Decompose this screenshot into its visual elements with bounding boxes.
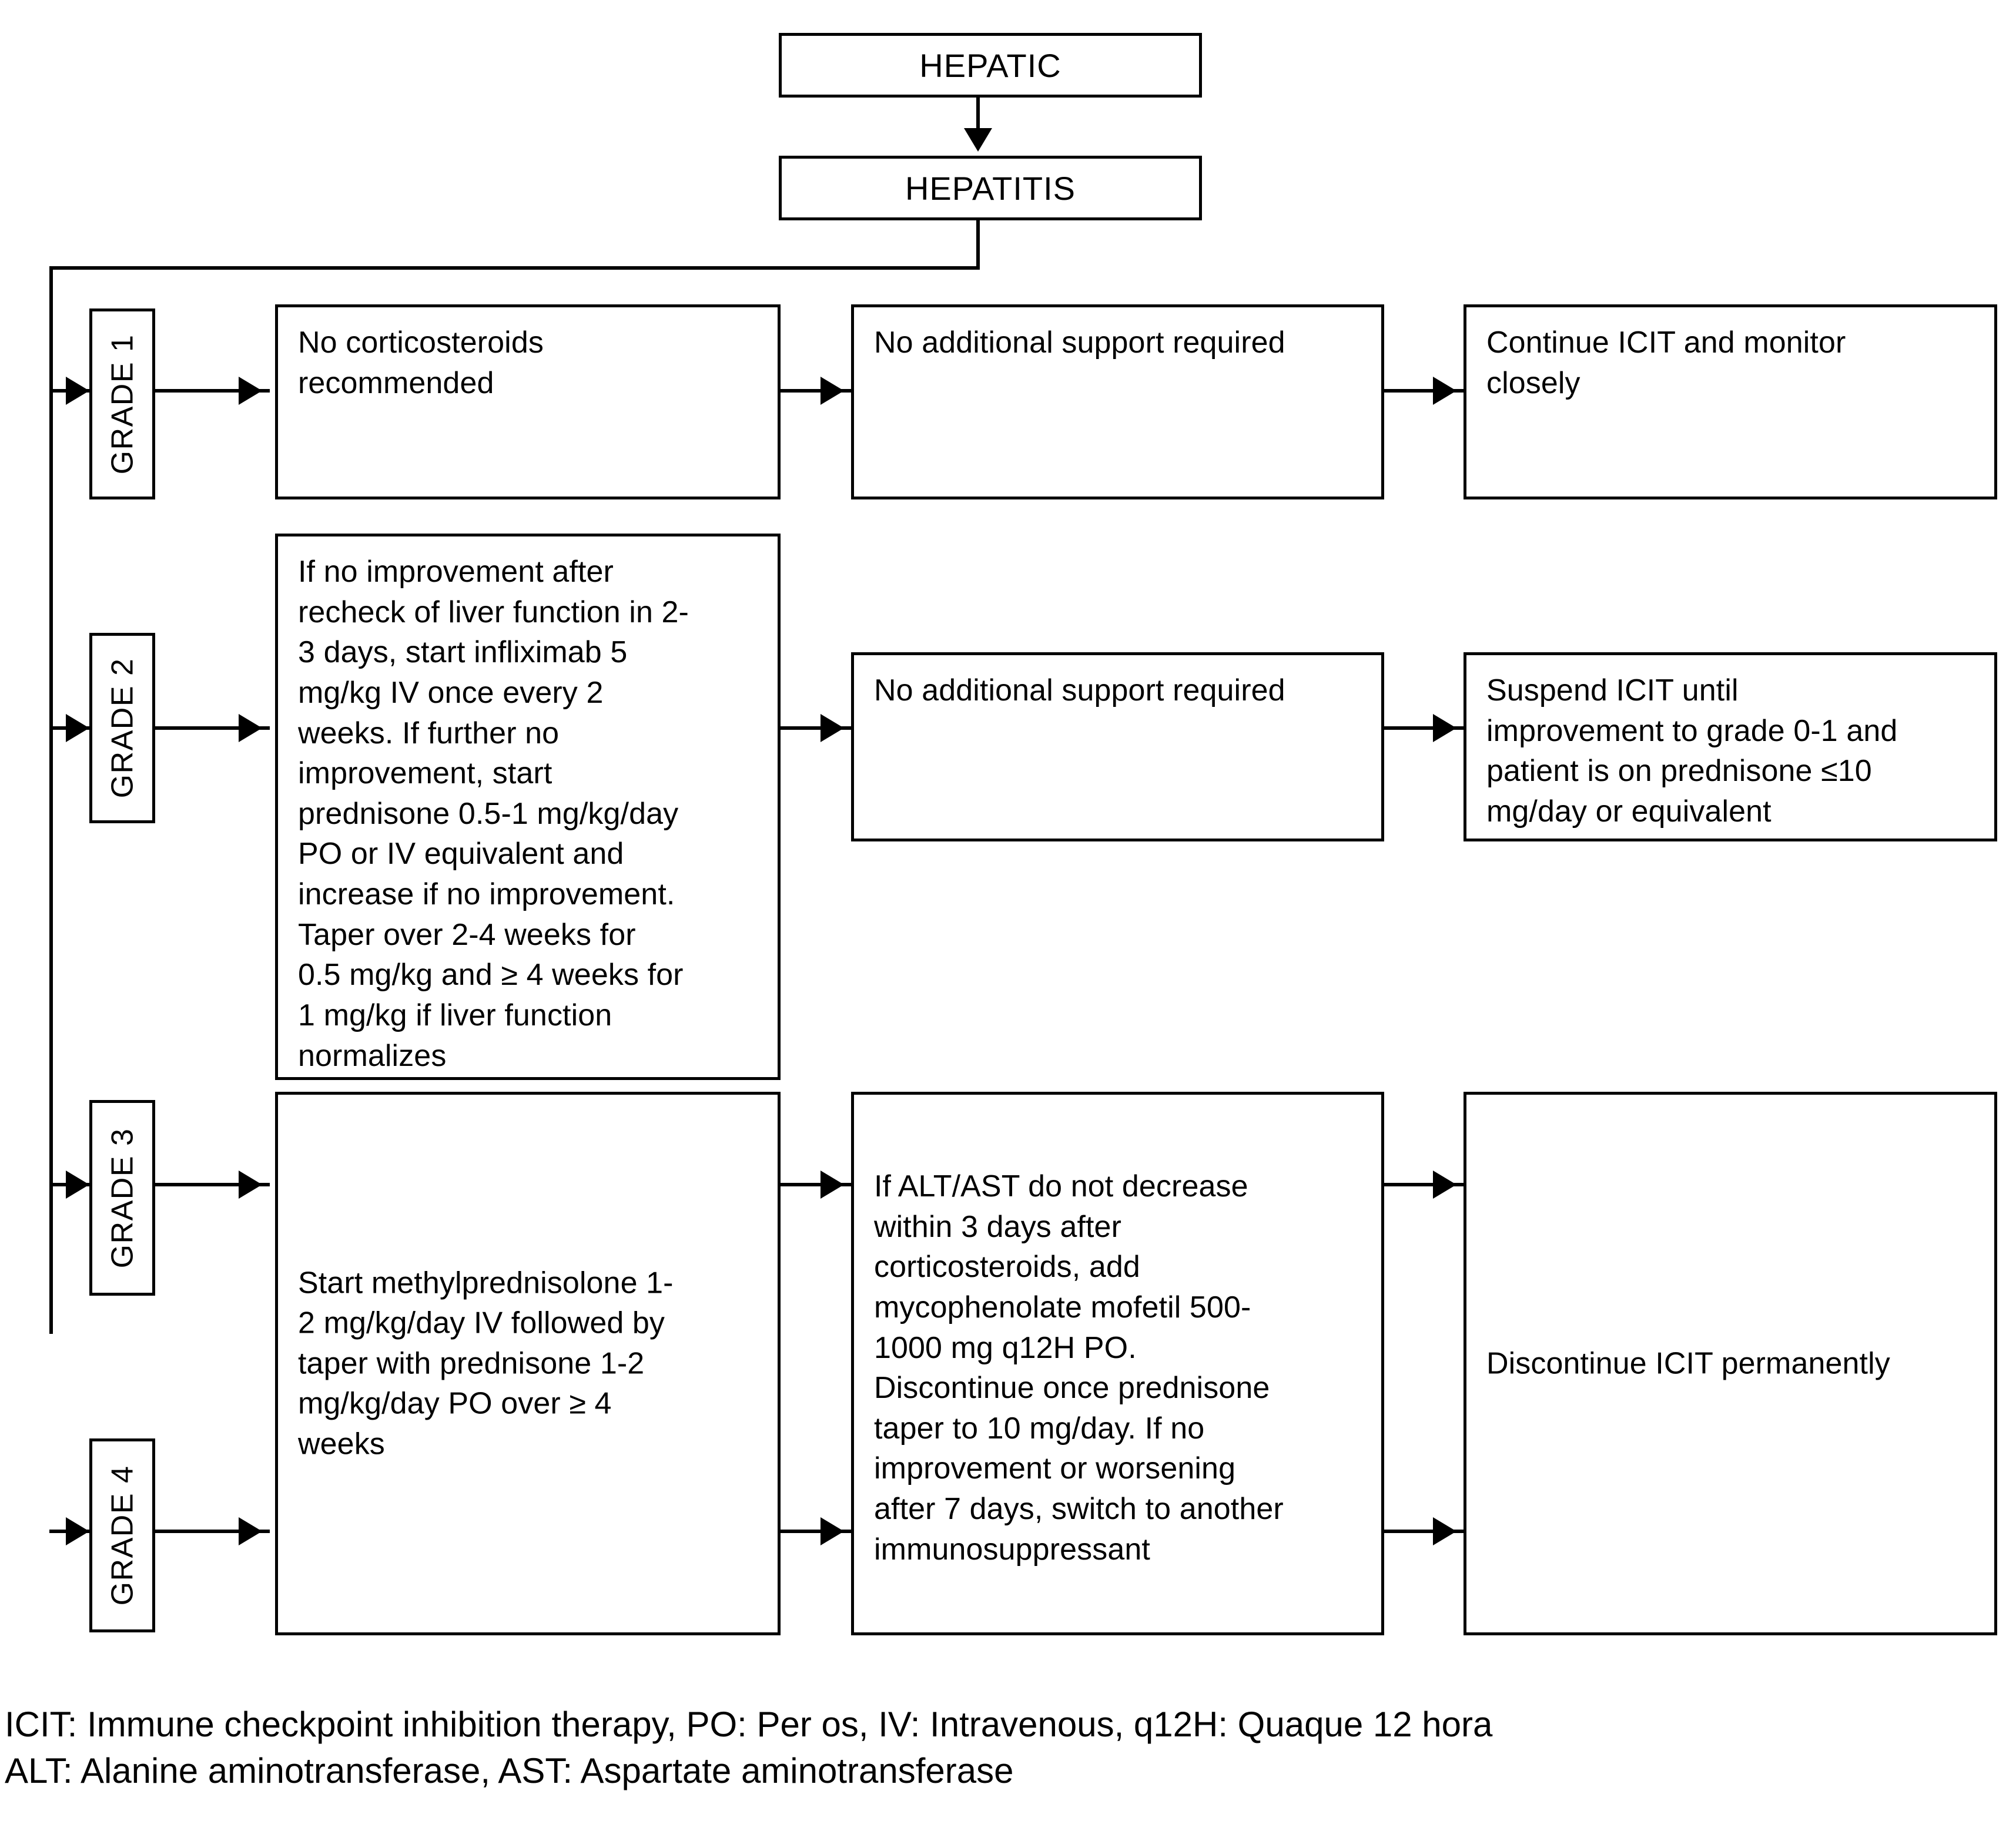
abbreviation-legend-line-2: ALT: Alanine aminotransferase, AST: Aspa… (5, 1751, 1014, 1791)
arrowhead-right-grade2-treatment (239, 714, 262, 742)
connector-grade-spine (49, 266, 53, 1334)
arrowhead-right-grade3-icit (1433, 1171, 1456, 1199)
support-text-grade-2: No additional support required (874, 673, 1285, 707)
node-hepatic-label: HEPATIC (919, 46, 1061, 84)
grade-box-grade-1: GRADE 1 (89, 308, 155, 499)
connector-grade1-to-treatment (155, 389, 270, 393)
connector-grade2-treatment-to-support (781, 726, 851, 730)
grade-label-grade-1: GRADE 1 (105, 334, 140, 474)
icit-box-grade-1: Continue ICIT and monitor closely (1464, 304, 1997, 499)
icit-text-grade-1: Continue ICIT and monitor closely (1486, 326, 1846, 400)
arrowhead-right-grade3-treatment (239, 1171, 262, 1199)
connector-grade2-to-treatment (155, 726, 270, 730)
treatment-box-grade-3-4: Start methylprednisolone 1- 2 mg/kg/day … (275, 1092, 781, 1635)
arrowhead-right-grade3 (66, 1171, 89, 1199)
connector-grade2-support-to-icit (1384, 726, 1464, 730)
grade-box-grade-3: GRADE 3 (89, 1100, 155, 1296)
arrowhead-right-grade4-treatment (239, 1517, 262, 1545)
support-box-grade-3-4: If ALT/AST do not decrease within 3 days… (851, 1092, 1384, 1635)
grade-label-grade-2: GRADE 2 (105, 658, 140, 799)
connector-grade3-support-to-icit (1384, 1183, 1464, 1186)
treatment-box-grade-2: If no improvement after recheck of liver… (275, 534, 781, 1080)
connector-grade4-support-to-icit (1384, 1530, 1464, 1533)
connector-grade1-support-to-icit (1384, 389, 1464, 393)
arrowhead-right-grade1-icit (1433, 377, 1456, 405)
treatment-text-grade-1: No corticosteroids recommended (298, 326, 544, 400)
arrowhead-down-hepatitis (964, 128, 992, 152)
node-hepatitis-label: HEPATITIS (905, 169, 1076, 207)
arrowhead-right-grade2-support (821, 714, 844, 742)
icit-text-grade-2: Suspend ICIT until improvement to grade … (1486, 673, 1898, 829)
connector-hepatitis-left (49, 266, 980, 270)
node-hepatitis: HEPATITIS (779, 156, 1202, 220)
arrowhead-right-grade1 (66, 377, 89, 405)
abbreviation-legend: ICIT: Immune checkpoint inhibition thera… (5, 1701, 1492, 1794)
connector-hepatitis-drop (976, 220, 980, 270)
arrowhead-right-grade3-support (821, 1171, 844, 1199)
arrowhead-right-grade4 (66, 1517, 89, 1545)
arrowhead-right-grade4-support (821, 1517, 844, 1545)
arrowhead-right-grade4-icit (1433, 1517, 1456, 1545)
icit-box-grade-3-4: Discontinue ICIT permanently (1464, 1092, 1997, 1635)
treatment-text-grade-3-4: Start methylprednisolone 1- 2 mg/kg/day … (298, 1265, 674, 1461)
arrowhead-right-grade1-treatment (239, 377, 262, 405)
grade-box-grade-2: GRADE 2 (89, 633, 155, 823)
connector-grade3-to-treatment (155, 1183, 270, 1186)
treatment-box-grade-1: No corticosteroids recommended (275, 304, 781, 499)
support-text-grade-1: No additional support required (874, 326, 1285, 360)
arrowhead-right-grade2-icit (1433, 714, 1456, 742)
connector-hepatic-to-hepatitis (976, 98, 980, 136)
support-text-grade-3-4: If ALT/AST do not decrease within 3 days… (874, 1169, 1284, 1567)
grade-box-grade-4: GRADE 4 (89, 1438, 155, 1632)
connector-grade4-treatment-to-support (781, 1530, 851, 1533)
icit-box-grade-2: Suspend ICIT until improvement to grade … (1464, 652, 1997, 841)
arrowhead-right-grade1-support (821, 377, 844, 405)
connector-grade4-to-treatment (155, 1530, 270, 1533)
support-box-grade-2: No additional support required (851, 652, 1384, 841)
abbreviation-legend-line-1: ICIT: Immune checkpoint inhibition thera… (5, 1705, 1493, 1744)
support-box-grade-1: No additional support required (851, 304, 1384, 499)
grade-label-grade-4: GRADE 4 (105, 1465, 140, 1606)
arrowhead-right-grade2 (66, 714, 89, 742)
icit-text-grade-3-4: Discontinue ICIT permanently (1486, 1346, 1890, 1381)
node-hepatic: HEPATIC (779, 33, 1202, 98)
connector-grade3-treatment-to-support (781, 1183, 851, 1186)
connector-grade1-treatment-to-support (781, 389, 851, 393)
treatment-text-grade-2: If no improvement after recheck of liver… (298, 555, 689, 1073)
grade-label-grade-3: GRADE 3 (105, 1128, 140, 1268)
